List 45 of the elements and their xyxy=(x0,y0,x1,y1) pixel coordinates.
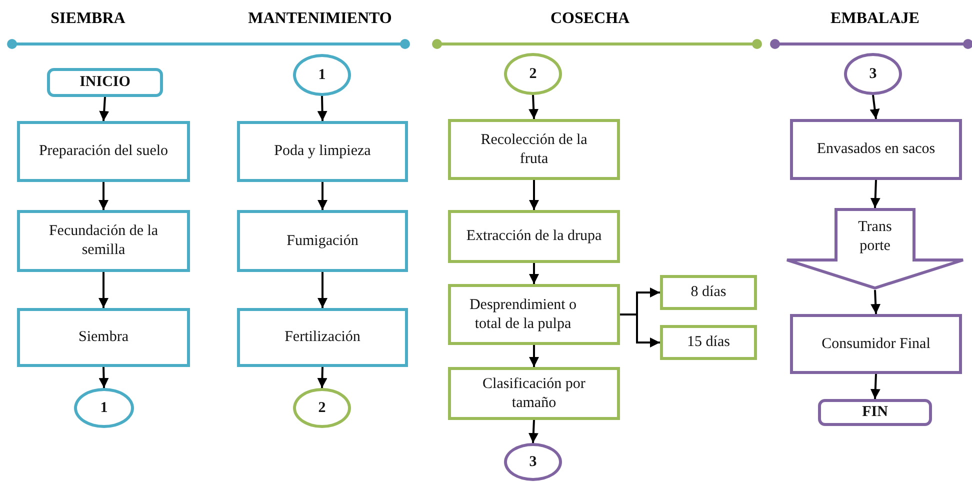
arrow xyxy=(317,96,328,122)
process-box: Clasificación por tamaño xyxy=(448,367,620,420)
connector-circle: 3 xyxy=(504,443,562,481)
arrow xyxy=(318,182,328,210)
arrow xyxy=(99,96,110,122)
process-box: Consumidor Final xyxy=(790,314,962,374)
arrow xyxy=(529,263,539,284)
process-box: Recolección de la fruta xyxy=(448,119,620,180)
process-box: Fecundación de la semilla xyxy=(17,210,190,272)
process-box: Fumigación xyxy=(237,210,408,272)
section-heading: EMBALAJE xyxy=(830,10,920,28)
arrow xyxy=(98,182,108,210)
terminal-box: FIN xyxy=(818,399,932,426)
connector-circle: 1 xyxy=(74,388,134,428)
process-box: Fertilización xyxy=(237,308,408,367)
arrow xyxy=(98,272,108,308)
arrow xyxy=(870,180,880,208)
process-box: Siembra xyxy=(17,308,190,367)
transport-arrow-shape: Trans porte xyxy=(785,208,965,290)
connector-circle: 2 xyxy=(293,388,351,428)
section-heading: SIEMBRA xyxy=(50,10,126,28)
process-box: Extracción de la drupa xyxy=(448,210,620,263)
arrow xyxy=(870,94,880,120)
arrow xyxy=(529,345,539,367)
arrow xyxy=(98,366,109,388)
terminal-box: INICIO xyxy=(47,68,163,97)
process-box: 8 días xyxy=(660,275,757,310)
connector-circle: 2 xyxy=(504,53,562,95)
arrow xyxy=(318,272,328,308)
section-heading: MANTENIMIENTO xyxy=(248,10,392,28)
process-box: Desprendimient o total de la pulpa xyxy=(448,284,620,345)
arrow xyxy=(529,180,539,210)
process-box: Envasados en sacos xyxy=(790,119,962,180)
connector-circle: 1 xyxy=(293,54,351,96)
arrow xyxy=(870,290,881,314)
arrow xyxy=(870,374,880,400)
section-heading: COSECHA xyxy=(550,10,630,28)
connector-circle: 3 xyxy=(844,53,902,95)
process-box: Poda y limpieza xyxy=(237,121,408,182)
process-box: 15 días xyxy=(660,325,757,360)
arrow xyxy=(528,94,539,120)
arrow xyxy=(317,366,328,388)
arrow xyxy=(620,314,660,348)
process-box: Preparación del suelo xyxy=(17,121,190,182)
arrow xyxy=(528,420,538,444)
